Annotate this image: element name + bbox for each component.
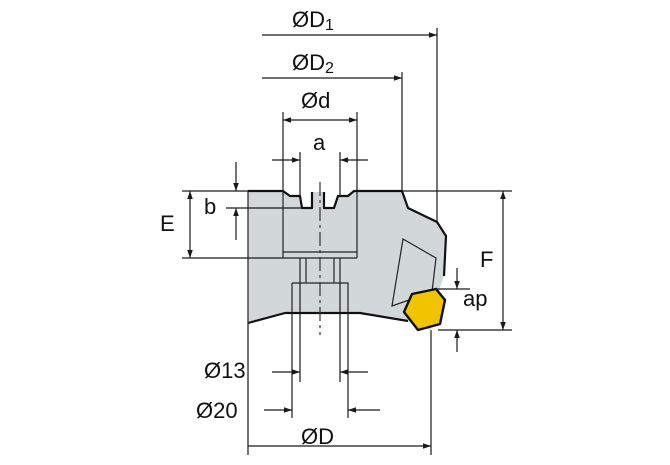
insert: [402, 287, 447, 332]
label-d: Ød: [301, 88, 330, 113]
body-fill: [248, 191, 446, 330]
dim-D1: [262, 28, 438, 222]
dim-13: [272, 283, 368, 382]
label-13: Ø13: [204, 358, 246, 383]
screw-hole: [291, 258, 349, 313]
dim-D2: [262, 72, 403, 191]
dim-20: [264, 313, 380, 418]
dim-ap: [436, 268, 470, 352]
insert-yellow: [402, 287, 447, 332]
label-b: b: [204, 194, 216, 219]
label-20: Ø20: [196, 398, 238, 423]
dim-d: [282, 112, 358, 196]
label-ap: ap: [463, 286, 487, 311]
dim-D: [247, 323, 432, 455]
dim-E: [182, 190, 283, 259]
label-a: a: [313, 130, 326, 155]
dim-F: [402, 190, 512, 331]
label-D1: ØD1: [292, 7, 334, 34]
label-D: ØD: [301, 424, 334, 449]
label-E: E: [160, 211, 175, 236]
label-F: F: [480, 247, 493, 272]
label-D2: ØD2: [292, 50, 334, 77]
body-bottom-outline: [247, 311, 409, 325]
labels: ØD1 ØD2 Ød a b E F ap Ø13 Ø20 ØD: [160, 7, 493, 449]
dim-a: [272, 152, 368, 196]
dim-b: [226, 162, 302, 240]
